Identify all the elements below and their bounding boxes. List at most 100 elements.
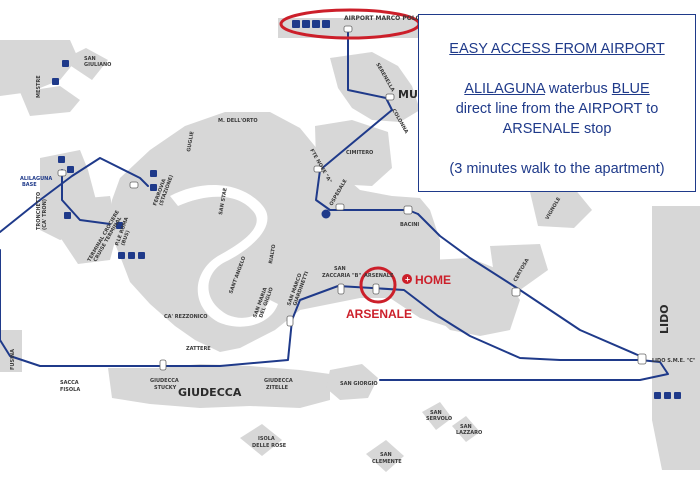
- parking-icon: [674, 392, 681, 399]
- info-note: (3 minutes walk to the apartment): [449, 161, 665, 177]
- info-line2: direct line from the AIRPORT to: [455, 101, 659, 117]
- label-rialto: RIALTO: [268, 244, 277, 264]
- san-giorgio-land: [326, 364, 378, 400]
- label-isola-rose-1: ISOLA: [258, 436, 275, 442]
- label-san-zaccaria-2: ZACCARIA "B": [322, 273, 361, 279]
- isola-rose-land: [240, 424, 282, 456]
- bus-icon: [302, 20, 310, 28]
- tram-icon: [312, 20, 320, 28]
- stop-airport[interactable]: [343, 25, 353, 33]
- label-isola-rose-2: DELLE ROSE: [252, 443, 287, 449]
- grand-canal: [170, 184, 278, 327]
- stop-arsenale[interactable]: [372, 283, 380, 295]
- label-guglie: GUGLIE: [186, 130, 196, 152]
- boat-icon: [116, 222, 123, 229]
- train-icon: [150, 170, 157, 177]
- label-giudecca-stucky-2: STUCKY: [154, 385, 177, 391]
- vignole-land: [530, 188, 592, 228]
- label-san-lazzaro-2: LAZZARO: [456, 430, 482, 436]
- san-servolo-land: [422, 402, 452, 430]
- land-masses: [0, 18, 700, 472]
- stop-murano-colonna[interactable]: [385, 93, 395, 101]
- label-piazzale-roma-2: (BUS): [120, 230, 131, 247]
- bus-icon: [150, 184, 157, 191]
- info-color: BLUE: [611, 81, 650, 97]
- label-alilaguna-1: ALILAGUNA: [20, 176, 52, 182]
- info-mid: waterbus: [544, 81, 612, 97]
- boat-icon: [292, 20, 300, 28]
- label-san-giuliano-1: SAN: [84, 56, 96, 62]
- route-airport-to-murano: [347, 29, 393, 111]
- label-san-servolo-1: SAN: [430, 410, 442, 416]
- route-lido: [379, 359, 669, 381]
- label-san-clemente-2: CLEMENTE: [372, 459, 402, 465]
- stop-certosa[interactable]: [511, 287, 521, 297]
- parking-icon: [62, 60, 69, 67]
- label-bacini: BACINI: [400, 222, 419, 228]
- label-dell-orto: M. DELL'ORTO: [218, 118, 258, 124]
- label-zattere: ZATTERE: [186, 346, 211, 352]
- san-lazzaro-land: [452, 416, 480, 442]
- home-marker-icon: [402, 274, 412, 284]
- label-fusina: FUSINA: [10, 349, 16, 370]
- info-brand: ALILAGUNA: [464, 81, 545, 97]
- bus-icon: [67, 166, 74, 173]
- home-marker-plus: +: [405, 276, 411, 284]
- label-arsenale-callout: ARSENALE: [346, 307, 412, 321]
- murano-land: [330, 52, 420, 122]
- lido-land: [652, 206, 700, 470]
- cruise-terminal-land: [62, 196, 118, 264]
- stop-zattere[interactable]: [159, 359, 167, 371]
- label-lido-big: LIDO: [658, 304, 671, 334]
- bus-icon: [118, 252, 125, 259]
- route-fusina: [0, 249, 641, 367]
- label-giudecca-stucky-1: GIUDECCA: [150, 378, 179, 384]
- label-san-stae: SAN STAE: [218, 187, 229, 216]
- label-giudecca-big: GIUDECCA: [178, 386, 242, 399]
- stop-markers: [57, 25, 647, 371]
- fusina-land: [0, 330, 22, 372]
- ship-icon: [64, 212, 71, 219]
- label-san-giuliano-2: GIULIANO: [84, 62, 111, 68]
- giudecca-land: [108, 364, 330, 408]
- label-ca-rezzonico: CA' REZZONICO: [164, 314, 208, 320]
- stop-fte-nove[interactable]: [313, 165, 323, 173]
- stop-san-marco[interactable]: [286, 315, 294, 327]
- label-san-zaccaria-1: SAN: [334, 266, 346, 272]
- stop-san-zaccaria[interactable]: [337, 283, 345, 295]
- mestre-strip: [20, 86, 80, 116]
- stop-ospedale[interactable]: [335, 203, 345, 211]
- hospital-icon: [321, 209, 331, 219]
- bus-icon: [654, 392, 661, 399]
- label-san-giorgio: SAN GIORGIO: [340, 381, 378, 387]
- label-san-servolo-2: SERVOLO: [426, 416, 452, 422]
- stop-lido[interactable]: [637, 353, 647, 365]
- label-sacca-fisola-2: FISOLA: [60, 387, 80, 393]
- parking-icon: [138, 252, 145, 259]
- airport-transport-icons: [292, 20, 330, 28]
- info-box: EASY ACCESS FROM AIRPORT ALILAGUNA water…: [418, 14, 696, 192]
- label-alilaguna-2: BASE: [22, 182, 37, 188]
- label-san-lazzaro-1: SAN: [460, 424, 472, 430]
- mestre-land: [0, 40, 78, 96]
- label-giudecca-zitelle-2: ZITELLE: [266, 385, 289, 391]
- info-heading: EASY ACCESS FROM AIRPORT: [449, 41, 665, 57]
- route-certosa: [417, 213, 641, 357]
- label-tronchetto-1: TRONCHETTO: [36, 192, 42, 230]
- stop-ferrovia[interactable]: [129, 181, 139, 189]
- label-lido-sme: LIDO S.M.E. "C": [652, 358, 696, 364]
- label-airport: AIRPORT MARCO POLO: [344, 15, 421, 22]
- parking-icon: [322, 20, 330, 28]
- info-line3: ARSENALE stop: [502, 121, 612, 137]
- route-tronchetto: [61, 169, 111, 225]
- arsenale-highlight-circle: [359, 266, 397, 304]
- label-tronchetto-2: (CA' TRON): [42, 199, 48, 230]
- stop-tronchetto[interactable]: [57, 169, 67, 177]
- label-cimitero: CIMITERO: [346, 150, 373, 156]
- stop-bacini[interactable]: [403, 205, 413, 215]
- tram-icon: [128, 252, 135, 259]
- certosa-land: [490, 244, 548, 290]
- label-mestre: MESTRE: [36, 75, 42, 98]
- cimitero-land: [315, 120, 392, 186]
- parking-icon: [58, 156, 65, 163]
